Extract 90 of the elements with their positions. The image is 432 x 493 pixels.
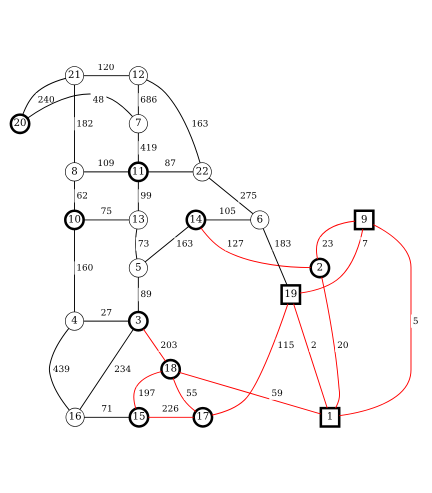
node-circle: 15 [128, 406, 150, 428]
connector [138, 84, 139, 115]
node-circle: 17 [192, 406, 214, 428]
connector [138, 180, 139, 212]
edge-label: 55 [186, 388, 198, 399]
edge-label: 163 [191, 119, 208, 130]
node-circle: 2 [309, 258, 330, 278]
connector [83, 75, 130, 76]
node-box: 1 [320, 406, 340, 428]
connector [142, 328, 166, 362]
edge-label: 686 [140, 95, 158, 106]
edge-label: 27 [100, 308, 112, 318]
node-circle: 20 [10, 113, 30, 134]
edge-label: 203 [160, 340, 178, 351]
connector [83, 320, 130, 322]
node-circle: 7 [128, 114, 148, 134]
connector [147, 171, 194, 172]
connector [74, 180, 75, 212]
connector [133, 371, 162, 410]
edge-label: 439 [52, 364, 70, 375]
connector [83, 219, 130, 220]
connector [144, 226, 190, 262]
edge-label: 275 [240, 192, 258, 202]
edge-label: 234 [114, 364, 132, 375]
edge-label: 163 [176, 240, 194, 250]
connector [146, 79, 200, 164]
edge-label: 115 [278, 340, 294, 351]
connector [316, 220, 356, 260]
node-circle: 12 [128, 66, 148, 86]
connector [74, 228, 75, 312]
edge-label: 182 [76, 119, 94, 130]
node-circle: 21 [64, 66, 84, 86]
node-circle: 22 [192, 162, 212, 182]
edge-label: 109 [98, 158, 114, 169]
connector [138, 276, 139, 312]
edge-label: 71 [101, 404, 113, 414]
node-circle: 14 [185, 210, 206, 230]
node-circle: 4 [64, 312, 84, 331]
node-circle: 8 [64, 162, 84, 182]
edge-label: 160 [76, 264, 94, 274]
edge-label: 62 [76, 192, 88, 202]
connector [22, 78, 66, 116]
edge-label: 59 [272, 388, 283, 399]
connector [262, 228, 288, 286]
edge-label: 87 [164, 158, 176, 169]
edge-label: 48 [92, 95, 104, 106]
node-box: 9 [354, 210, 375, 230]
node-circle: 16 [66, 408, 85, 427]
edge-label: 105 [219, 207, 236, 218]
node-box: 19 [280, 284, 302, 306]
connector [84, 416, 130, 418]
connector [300, 228, 364, 294]
connector [74, 84, 75, 163]
connector [321, 276, 340, 409]
connector [135, 228, 138, 260]
connector [338, 224, 412, 416]
node-circle: 6 [250, 210, 270, 230]
edge-label: 73 [138, 240, 150, 250]
connector [208, 178, 254, 214]
edge-label: 127 [226, 240, 244, 250]
edge-label: 23 [322, 240, 334, 250]
edge-label: 75 [100, 207, 112, 218]
connector [148, 416, 194, 418]
edge-label: 183 [274, 240, 292, 250]
connector [211, 303, 288, 416]
edge-label: 419 [140, 143, 158, 154]
edge-label: 240 [38, 95, 55, 106]
connector [200, 227, 312, 268]
node-circle: 3 [128, 310, 149, 332]
connector [172, 378, 196, 412]
edge-label: 20 [337, 340, 349, 351]
edge-label: 89 [140, 290, 152, 300]
edge-label: 7 [362, 240, 368, 250]
node-circle: 18 [160, 358, 182, 380]
edge-label: 120 [98, 62, 114, 73]
node-circle: 13 [128, 210, 148, 230]
connector [204, 219, 252, 220]
connector [83, 171, 130, 172]
connector [293, 303, 328, 408]
node-circle: 11 [128, 161, 149, 182]
edge-label: 99 [140, 192, 152, 202]
edge-label: 5 [412, 316, 419, 327]
edge-label: 2 [311, 340, 317, 351]
connector [178, 372, 322, 414]
node-circle: 10 [64, 210, 85, 230]
edge-label: 197 [138, 388, 156, 399]
node-circle: 5 [128, 258, 148, 278]
edge-label: 226 [162, 404, 179, 414]
connector [138, 132, 139, 163]
connector [48, 328, 70, 410]
